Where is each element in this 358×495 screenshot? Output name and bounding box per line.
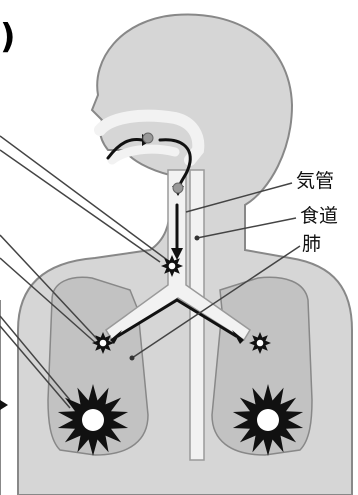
left-edge-arrow (0, 400, 8, 410)
label-trachea: 気管 (296, 172, 334, 191)
particle-throat (173, 183, 183, 193)
small-star-trachea-center (169, 263, 176, 270)
large-star-right-lung-center (257, 409, 279, 431)
particle-nose (143, 133, 153, 143)
label-lung: 肺 (302, 235, 321, 254)
leader-left-2 (0, 150, 160, 262)
large-star-left-lung-center (82, 409, 104, 431)
small-star-left-bronchus-center (100, 340, 107, 347)
label-esophagus: 食道 (300, 207, 338, 226)
small-star-right-bronchus-center (257, 340, 264, 347)
lung-dot (130, 356, 135, 361)
esophagus-dot (195, 236, 200, 241)
